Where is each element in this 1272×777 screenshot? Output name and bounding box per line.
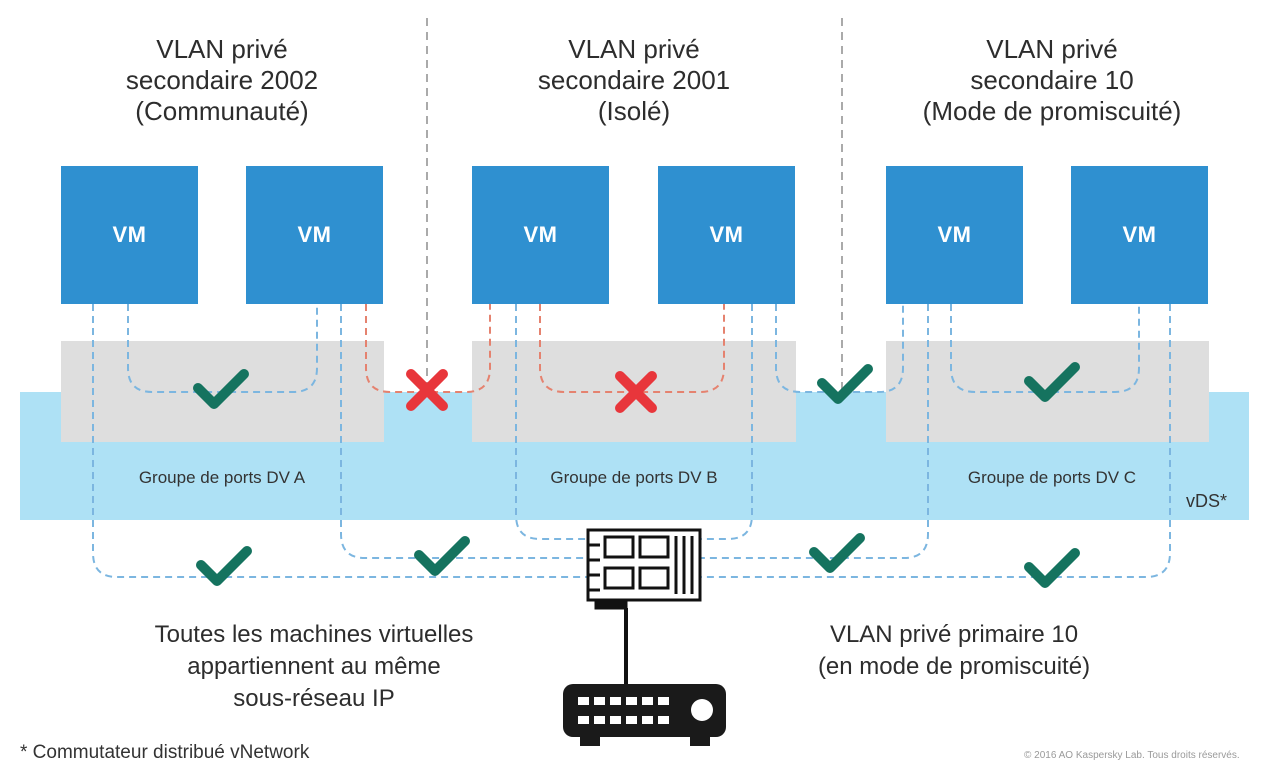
check-icon — [809, 533, 865, 573]
vm-box[interactable]: VM — [658, 166, 795, 304]
caption-line: Toutes les machines virtuelles — [154, 621, 474, 648]
link-primary-5 — [700, 304, 929, 559]
router-icon — [563, 684, 726, 746]
port-group-b-label: Groupe de ports DV B — [550, 468, 718, 487]
vlan-title-line: VLAN privé — [986, 34, 1118, 64]
link-promiscuous-cross — [775, 304, 904, 393]
right-caption: VLAN privé primaire 10 (en mode de promi… — [774, 619, 1134, 683]
cross-icon — [615, 371, 657, 413]
vlan-title-line: (Communauté) — [135, 96, 309, 126]
vm-box[interactable]: VM — [886, 166, 1023, 304]
caption-line: sous-réseau IP — [233, 685, 395, 712]
check-icon — [414, 536, 470, 576]
caption-line: appartiennent au même — [187, 653, 441, 680]
vm-label: VM — [523, 222, 558, 247]
caption-line: VLAN privé primaire 10 — [829, 621, 1079, 648]
check-icon — [1024, 548, 1080, 588]
vlan-title-line: secondaire 2001 — [537, 65, 731, 95]
vm-box[interactable]: VM — [472, 166, 609, 304]
caption-line: (en mode de promiscuité) — [817, 653, 1091, 680]
vlan-title-10: VLAN privé secondaire 10 (Mode de promis… — [892, 34, 1212, 127]
link-primary-2 — [340, 304, 588, 559]
vlan-title-line: (Mode de promiscuité) — [922, 96, 1182, 126]
footnote: * Commutateur distribué vNetwork — [20, 742, 310, 763]
port-group-a-label: Groupe de ports DV A — [138, 468, 306, 487]
link-primary-6 — [700, 304, 1171, 578]
vlan-title-line: VLAN privé — [568, 34, 700, 64]
vds-label: vDS* — [1186, 491, 1228, 511]
vm-box[interactable]: VM — [1071, 166, 1208, 304]
vm-label: VM — [937, 222, 972, 247]
check-icon — [1024, 362, 1080, 402]
port-group-c-label: Groupe de ports DV C — [967, 468, 1137, 487]
left-caption: Toutes les machines virtuelles appartien… — [104, 619, 524, 715]
check-icon — [193, 369, 249, 409]
link-primary-1 — [92, 304, 588, 578]
check-icon — [196, 546, 252, 586]
link-isolated-cross — [365, 304, 491, 393]
vlan-title-line: (Isolé) — [597, 96, 671, 126]
vlan-title-line: VLAN privé — [156, 34, 288, 64]
link-primary-3 — [515, 304, 588, 540]
network-card-icon — [586, 528, 702, 610]
vm-label: VM — [297, 222, 332, 247]
copyright: © 2016 AO Kaspersky Lab. Tous droits rés… — [1024, 750, 1240, 761]
check-icon — [817, 364, 873, 404]
vlan-title-2001: VLAN privé secondaire 2001 (Isolé) — [474, 34, 794, 127]
vm-label: VM — [709, 222, 744, 247]
vlan-title-line: secondaire 10 — [970, 65, 1134, 95]
vm-label: VM — [112, 222, 147, 247]
vlan-title-2002: VLAN privé secondaire 2002 (Communauté) — [62, 34, 382, 127]
cross-icon — [406, 369, 448, 411]
vlan-title-line: secondaire 2002 — [125, 65, 319, 95]
vm-label: VM — [1122, 222, 1157, 247]
vm-box[interactable]: VM — [61, 166, 198, 304]
vm-box[interactable]: VM — [246, 166, 383, 304]
link-primary-4 — [700, 304, 753, 540]
